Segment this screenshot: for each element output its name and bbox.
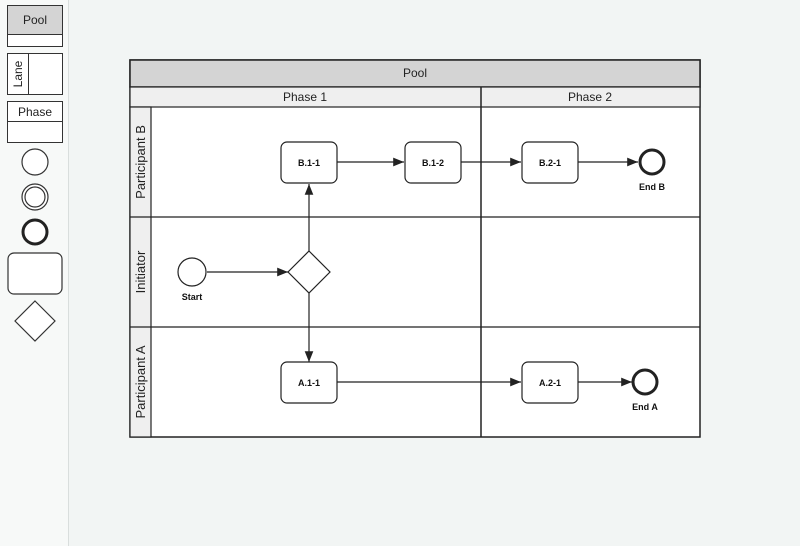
end-b-label: End B: [639, 182, 665, 192]
phase-header-row: [129, 86, 701, 108]
palette-lane-header: Lane: [8, 54, 29, 94]
palette-pool-label: Pool: [8, 6, 62, 35]
phase-1-label: Phase 1: [283, 90, 327, 104]
palette-intermediate-event[interactable]: [21, 183, 49, 211]
gateway[interactable]: [287, 250, 331, 294]
lane-participant-b-label: Participant B: [133, 125, 148, 199]
lane-participant-a-label: Participant A: [133, 345, 148, 418]
shape-palette: Pool Lane Phase: [0, 0, 69, 546]
lane-initiator-label: Initiator: [133, 250, 148, 293]
task-b12[interactable]: [404, 141, 462, 184]
task-b11-label: B.1-1: [298, 158, 320, 168]
task-b11[interactable]: [280, 141, 338, 184]
palette-pool-shape[interactable]: Pool: [7, 5, 63, 47]
task-b21-label: B.2-1: [539, 158, 561, 168]
pool-frame[interactable]: [129, 59, 701, 438]
palette-start-event[interactable]: [21, 148, 49, 176]
lane-header-column: [129, 106, 152, 438]
task-b12-label: B.1-2: [422, 158, 444, 168]
palette-phase-label: Phase: [8, 102, 62, 122]
pool-title: Pool: [403, 66, 427, 80]
pool-header: [129, 59, 701, 88]
palette-lane-shape[interactable]: Lane: [7, 53, 63, 95]
palette-shapes: [7, 148, 63, 342]
palette-end-event[interactable]: [21, 218, 49, 246]
start-event[interactable]: [177, 257, 207, 287]
palette-phase-shape[interactable]: Phase: [7, 101, 63, 143]
end-a-label: End A: [632, 402, 658, 412]
palette-gateway[interactable]: [14, 300, 56, 342]
palette-task[interactable]: [7, 252, 63, 295]
start-label: Start: [182, 292, 203, 302]
task-a21[interactable]: [521, 361, 579, 404]
end-event-a[interactable]: [631, 368, 659, 396]
task-a21-label: A.2-1: [539, 378, 561, 388]
task-a11[interactable]: [280, 361, 338, 404]
end-event-b[interactable]: [638, 148, 666, 176]
task-b21[interactable]: [521, 141, 579, 184]
task-a11-label: A.1-1: [298, 378, 320, 388]
phase-2-label: Phase 2: [568, 90, 612, 104]
